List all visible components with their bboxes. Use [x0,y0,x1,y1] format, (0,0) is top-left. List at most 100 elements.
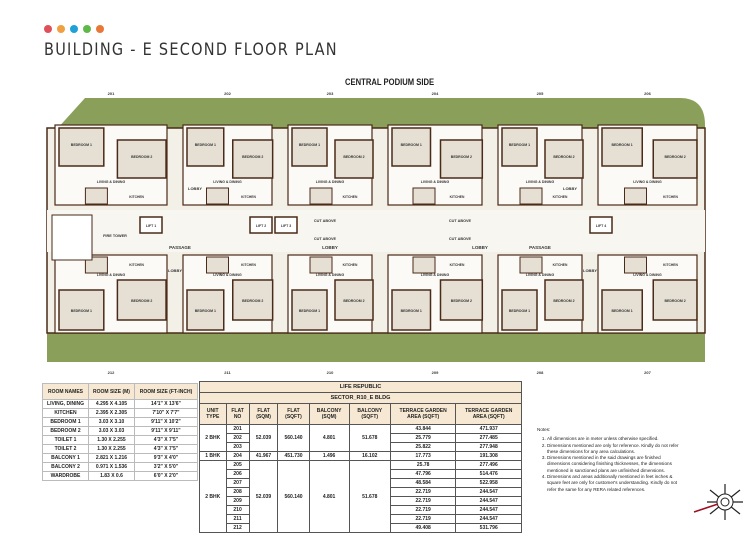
lobby-label: LOBBY [472,245,488,250]
lift-label: LIFT 1 [146,224,156,228]
area-table-cell: 212 [225,523,250,533]
bedroom-2-room [439,139,484,179]
room-label: LIVING & DINING [213,180,242,184]
toilet-room [309,187,333,205]
area-table-cell: 209 [225,496,250,506]
area-table-cell: 52.039 [248,424,279,452]
area-table-cell: 244.547 [455,487,522,497]
room-label: BEDROOM 2 [343,299,364,303]
bedroom-1-room [186,127,225,167]
area-table-cell: 47.796 [389,469,457,479]
toilet-room [412,256,436,274]
room-table-cell: 4'3" X 7'5" [133,435,199,445]
area-table-header: BALCONY (SQFT) [348,403,391,425]
north-compass-icon [693,484,743,520]
flat-number-top: 205 [537,91,544,96]
podium-side-label: CENTRAL PODIUM SIDE [345,77,435,87]
area-table-cell: 277.496 [455,460,522,470]
area-table-header: FLAT (SQM) [248,403,279,425]
room-label: BEDROOM 1 [71,309,92,313]
room-label: BEDROOM 2 [131,155,152,159]
area-table-cell: 203 [225,442,250,452]
area-table-cell: 191.308 [455,451,522,461]
brand-dot [96,25,104,33]
flat-number-bottom: 207 [644,370,651,375]
bedroom-1-room [601,289,643,331]
area-table-cell: 2 BHK [199,424,227,452]
bedroom-1-room [58,289,105,331]
area-table-cell: 22.719 [389,514,457,524]
area-table-title: LIFE REPUBLIC [199,381,522,393]
room-label: BEDROOM 2 [343,155,364,159]
area-table-cell: 208 [225,487,250,497]
room-table-cell: 3.03 X 3.03 [87,426,135,436]
room-table-cell: TOILET 2 [42,444,89,454]
lobby-label: LOBBY [322,245,338,250]
toilet-room [206,187,229,205]
area-table-cell: 244.547 [455,496,522,506]
bedroom-2-room [116,279,167,321]
room-label: LIVING & DINING [316,180,345,184]
area-table-header: FLAT (SQFT) [277,403,310,425]
room-label: BEDROOM 1 [195,309,216,313]
bedroom-2-room [116,139,167,179]
cut-above-label: CUT ABOVE [449,219,472,223]
room-table-cell: BEDROOM 2 [42,426,89,436]
room-label: BEDROOM 2 [242,155,263,159]
room-label: BEDROOM 1 [509,309,530,313]
bedroom-2-room [232,279,274,321]
room-label: BEDROOM 1 [612,309,633,313]
area-table-cell: 471.937 [455,424,522,434]
room-label: KITCHEN [450,195,465,199]
room-label: BEDROOM 1 [401,143,422,147]
toilet-room [519,256,543,274]
bedroom-2-room [232,139,274,179]
room-table-cell: 1.30 X 2.255 [87,444,135,454]
room-table-cell: 6'0" X 2'0" [133,471,199,481]
room-table-cell: 1.30 X 2.255 [87,435,135,445]
cut-above-label: CUT ABOVE [449,237,472,241]
area-table-header: TERRACE GARDEN AREA (SQFT) [389,403,457,425]
room-table-cell: TOILET 1 [42,435,89,445]
bedroom-2-room [334,139,374,179]
room-table-header: ROOM NAMES [42,383,89,400]
room-table-cell: 9'3" X 4'0" [133,453,199,463]
lift-shaft [139,216,163,234]
room-table-cell: 4'3" X 7'5" [133,444,199,454]
room-table-cell: BALCONY 1 [42,453,89,463]
bedroom-2-room [652,139,698,179]
bedroom-2-room [439,279,484,321]
area-table-cell: 49.408 [389,523,457,533]
area-table-cell: 1 BHK [199,451,227,461]
room-table-cell: 1.83 X 0.6 [87,471,135,481]
area-table-cell: 277.485 [455,433,522,443]
lift-shaft [249,216,273,234]
room-table-cell: 3'2" X 5'0" [133,462,199,472]
area-table-header: TERRACE GARDEN AREA (SQFT) [455,403,522,425]
area-table-cell: 25.779 [389,433,457,443]
bedroom-1-room [291,289,328,331]
room-table-cell: LIVING, DINING [42,399,89,409]
lift-label: LIFT 2 [256,224,266,228]
area-table-cell: 207 [225,478,250,488]
room-label: KITCHEN [129,195,144,199]
area-table-cell: 514.476 [455,469,522,479]
room-label: BEDROOM 1 [299,143,320,147]
room-label: KITCHEN [343,263,358,267]
room-label: BEDROOM 2 [451,155,472,159]
passage-label: PASSAGE [169,245,191,250]
note-item: Dimensions and areas additionally mentio… [547,474,685,493]
area-table: LIFE REPUBLIC SECTOR_R10_E BLDG UNIT TYP… [199,381,522,533]
area-table-cell: 17.773 [389,451,457,461]
room-label: BEDROOM 2 [553,299,574,303]
flat-number-bottom: 210 [327,370,334,375]
room-label: BEDROOM 2 [553,155,574,159]
room-table-cell: WARDROBE [42,471,89,481]
area-table-cell: 25.78 [389,460,457,470]
room-label: BEDROOM 1 [509,143,530,147]
room-table-cell: BEDROOM 1 [42,417,89,427]
toilet-room [412,187,436,205]
